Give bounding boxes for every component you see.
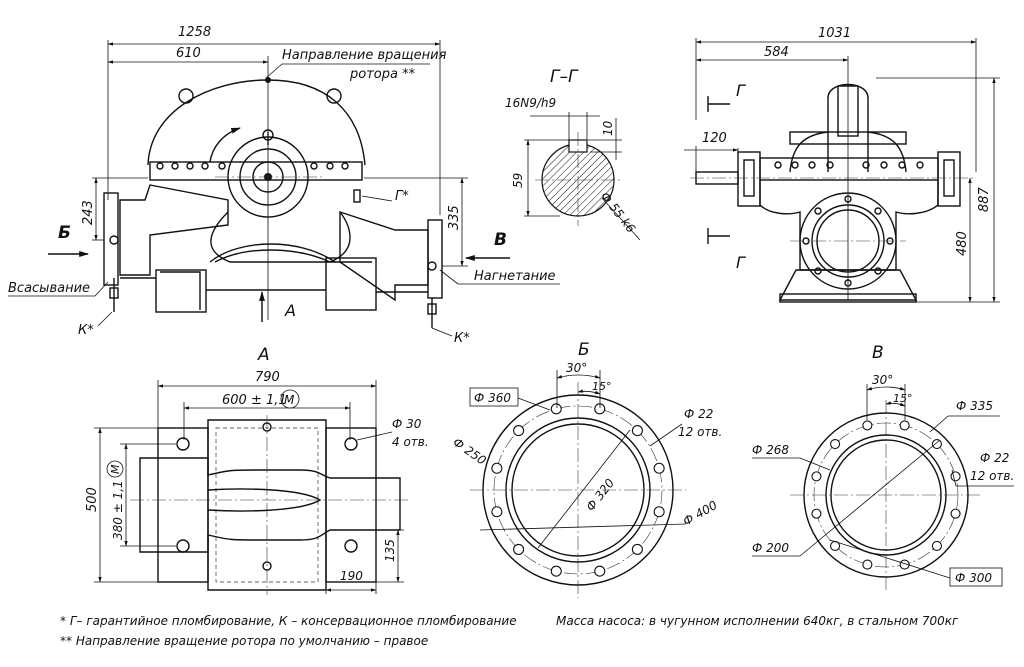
dim-axis-offset: 610 [176, 46, 201, 61]
lifting-eye-right [326, 88, 342, 104]
bolt-hole [653, 462, 665, 474]
view-a-dim-spacing-y: 380 ± 1,1 [111, 480, 125, 540]
flange-v-bolts [811, 420, 961, 570]
bolt-hole [899, 420, 910, 431]
flange-b-bore: Ф 250 [450, 435, 489, 468]
section-gg-title: Г–Г [550, 67, 579, 87]
section-mark-top: Г [736, 81, 746, 100]
bolt-hole [550, 565, 562, 577]
rotation-arrow-icon [209, 127, 241, 163]
view-a-dim-spacing-x: 600 ± 1,1 [222, 393, 287, 408]
flange-v-holes-dia: Ф 22 [980, 451, 1009, 465]
tolerance-mark-x: М [284, 393, 295, 407]
flange-b-angle-30: 30° [566, 361, 587, 375]
view-a-dim-length: 790 [255, 370, 280, 385]
bolt-hole [491, 462, 503, 474]
seal-k-right: К* [454, 331, 470, 346]
suction-flange [103, 192, 119, 286]
pump-front-view: 1258 610 Направление вращения ротора ** [8, 25, 560, 346]
view-a-dim-edge-y: 135 [383, 539, 397, 562]
view-arrow-b: Б [58, 223, 71, 243]
bolt-hole [631, 543, 643, 555]
split-flange-bolts [156, 162, 349, 170]
tolerance-mark-y: М [109, 464, 122, 474]
shaft-diameter-label: Ф 55 k6 [598, 189, 639, 236]
discharge-label: Нагнетание [474, 269, 556, 284]
flange-v-raised-face: Ф 268 [752, 443, 789, 457]
bolt-hole [931, 439, 942, 450]
side-flange-row [759, 157, 939, 181]
shaft-section-gg: Г–Г 16N9/h9 10 59 Ф 55 k6 [505, 67, 641, 241]
bolt-hole [631, 425, 643, 437]
view-a-holes-dia: Ф 30 [392, 417, 422, 431]
tolerance-circle [280, 389, 300, 409]
flange-b-bolt-circle: Ф 320 [583, 476, 617, 514]
side-flange-bolts [774, 161, 924, 169]
side-dim-total-height: 887 [977, 186, 992, 212]
bolt-hole [550, 403, 562, 415]
flange-b-angle-15: 15° [592, 380, 612, 393]
flange-b-outer-dia: Ф 360 [474, 391, 511, 405]
key-depth-label: 10 [601, 120, 615, 136]
flange-v-holes-count: 12 отв. [970, 469, 1014, 483]
seal-g-label: Г* [395, 189, 409, 204]
lifting-eye-left [178, 88, 194, 104]
bolt-hole [931, 540, 942, 551]
side-dim-axis-height: 480 [955, 231, 970, 256]
section-mark-bottom: Г [736, 253, 746, 272]
flange-b-bolts [491, 403, 665, 577]
shaft-height-label: 59 [511, 173, 525, 188]
view-a-dim-edge-x: 190 [340, 569, 363, 583]
discharge-flange [427, 219, 443, 299]
flange-b-flange-dia: Ф 400 [681, 498, 720, 529]
bolt-hole [594, 565, 606, 577]
flange-v-angle-15: 15° [893, 392, 913, 405]
view-a-dim-width: 500 [85, 487, 100, 512]
flange-v-angle-30: 30° [872, 373, 893, 387]
flange-b-holes-dia: Ф 22 [684, 407, 713, 421]
key-fit-label: 16N9/h9 [505, 96, 556, 110]
bolt-hole [899, 559, 910, 570]
view-a-base: А 790 600 ± 1,1 М Ф 30 4 отв. 500 [85, 345, 429, 595]
flange-b-title: Б [578, 340, 590, 360]
bolt-hole [811, 508, 822, 519]
view-a-holes-count: 4 отв. [392, 435, 429, 449]
suction-label: Всасывание [8, 281, 90, 296]
view-a-title: А [257, 345, 270, 365]
side-dim-total-width: 1031 [818, 26, 851, 41]
dim-total-length: 1258 [178, 25, 211, 40]
flange-v-view: В 30° 15° Ф 335 Ф 268 Ф 22 12 отв. Ф 200… [752, 343, 1014, 590]
rotation-label-2: ротора ** [349, 67, 416, 82]
bolt-hole [950, 508, 961, 519]
flange-b-holes-count: 12 отв. [678, 425, 722, 439]
flange-v-bolt-circle: Ф 300 [955, 571, 992, 585]
flange-v-bore: Ф 200 [752, 541, 789, 555]
seal-k-left: К* [78, 323, 94, 338]
pump-side-view: 1031 584 [684, 26, 1000, 303]
side-dim-axis-offset: 584 [764, 45, 789, 60]
flange-v-outer-dia: Ф 335 [956, 399, 993, 413]
discharge-nozzle [339, 211, 429, 302]
rotation-label: Направление вращения [282, 48, 447, 63]
flange-v-title: В [872, 343, 884, 363]
bolt-hole [513, 425, 525, 437]
bolt-hole [513, 543, 525, 555]
pump-mass-note: Масса насоса: в чугунном исполнении 640к… [556, 614, 959, 628]
flange-b-view: Б 30° 15° Ф 360 Ф 250 Ф 320 Ф 400 Ф 22 1… [450, 340, 722, 598]
view-arrow-v: В [494, 230, 507, 250]
view-arrow-a: А [284, 301, 296, 320]
bolt-hole [811, 471, 822, 482]
bolt-hole [491, 506, 503, 518]
dim-suction-height: 243 [81, 200, 96, 225]
bolt-hole [862, 559, 873, 570]
dim-discharge-height: 335 [447, 205, 462, 230]
bolt-hole [653, 506, 665, 518]
footnote-rotation: ** Направление вращение ротора по умолча… [60, 634, 429, 648]
suction-nozzle [119, 184, 229, 276]
bolt-hole [862, 420, 873, 431]
side-dim-shaft-end: 120 [702, 131, 727, 146]
footnote-seals: * Г– гарантийное пломбирование, К – конс… [60, 614, 517, 628]
bolt-hole [830, 439, 841, 450]
